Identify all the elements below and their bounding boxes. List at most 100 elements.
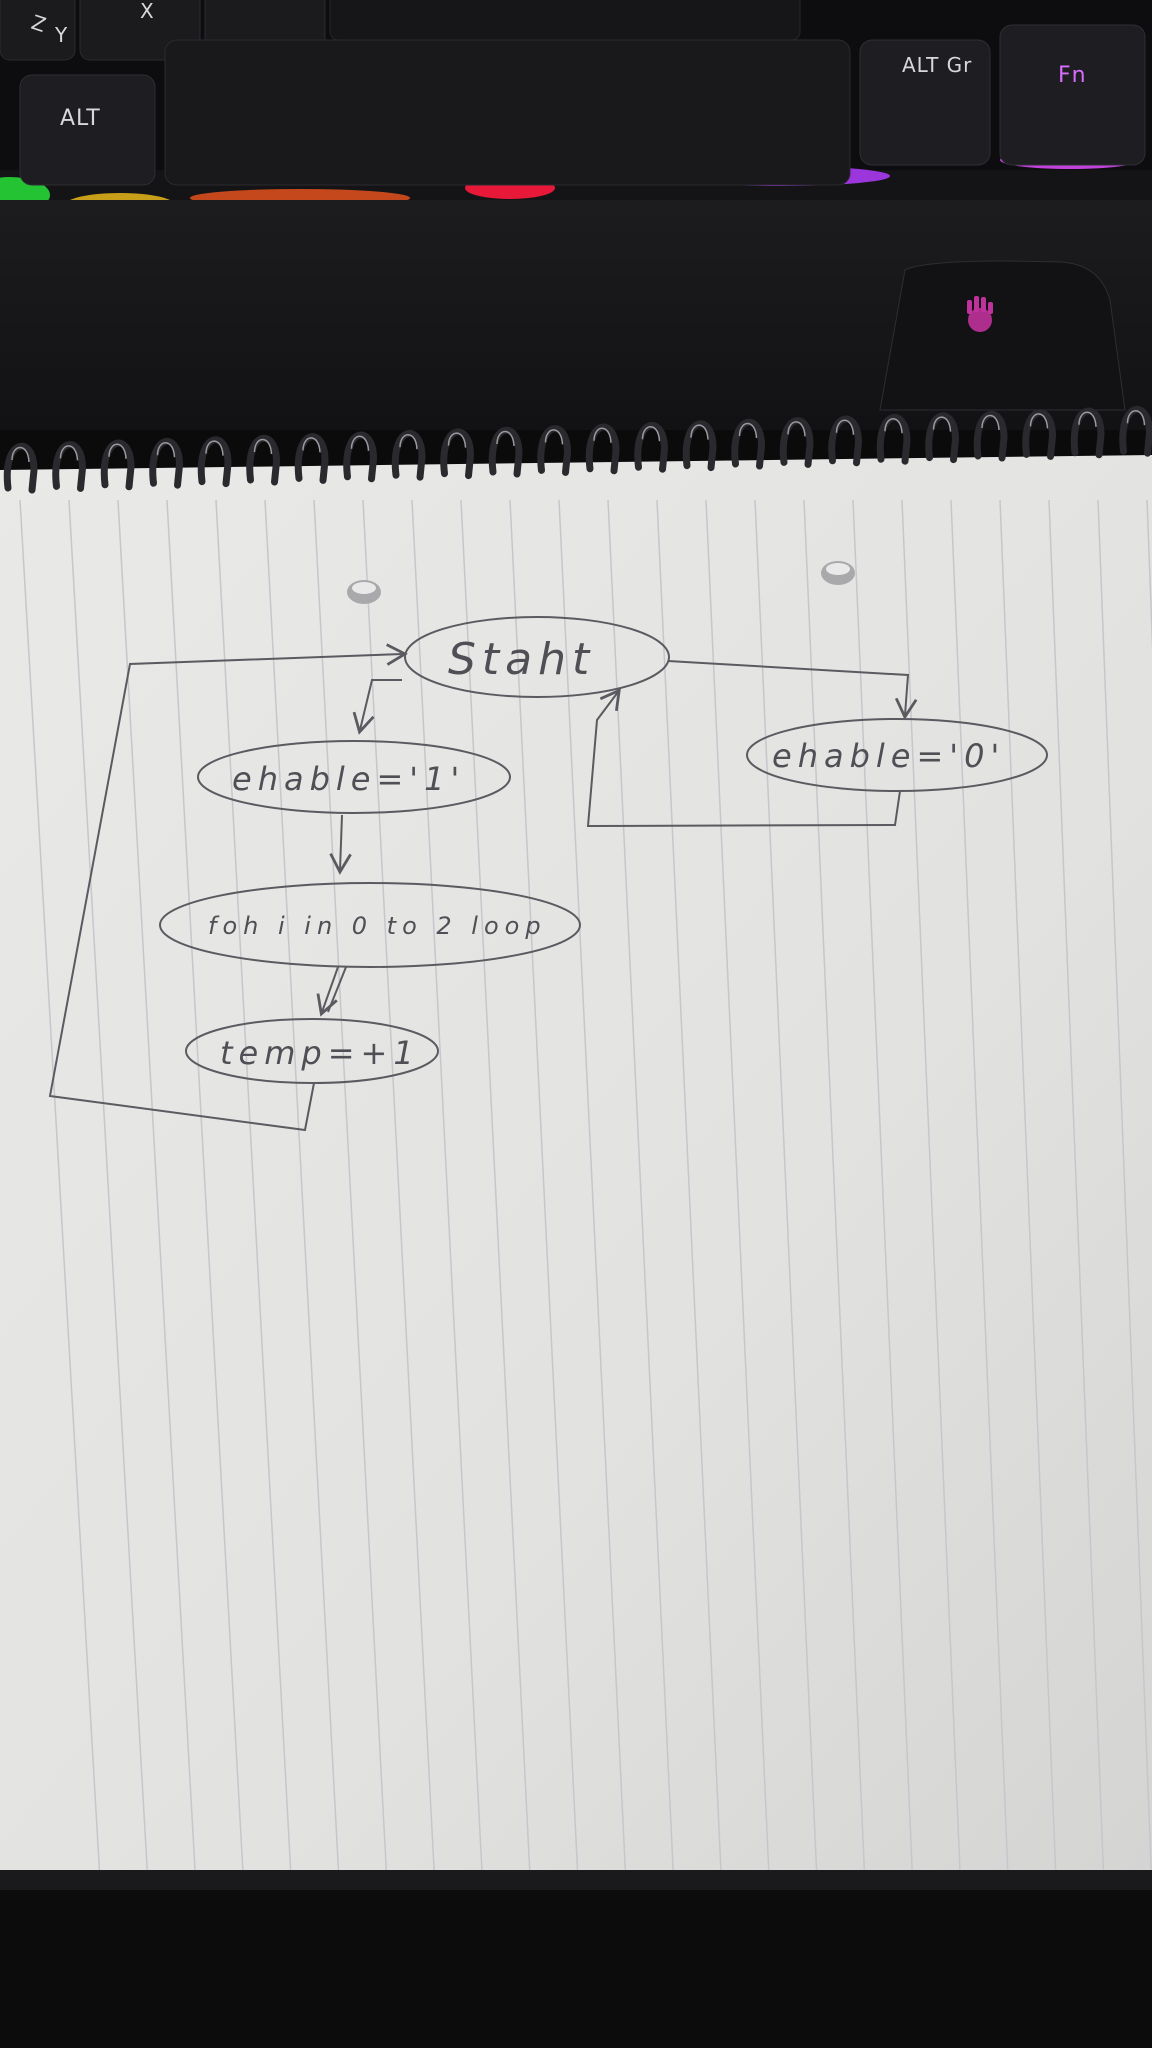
spiral-highlight bbox=[11, 446, 30, 463]
desk-bottom bbox=[0, 1870, 1152, 2048]
rule-line bbox=[411, 499, 484, 1881]
spiral-highlight bbox=[787, 421, 806, 437]
spiral-loop bbox=[100, 439, 135, 491]
spiral-loop bbox=[488, 426, 523, 478]
spiral-loop bbox=[294, 433, 329, 484]
rule-line bbox=[1097, 499, 1152, 1881]
spiral-highlight bbox=[690, 424, 709, 440]
key-fn: Fn bbox=[1058, 63, 1087, 88]
spiral-highlight bbox=[1126, 409, 1146, 426]
edge-temp-to-start bbox=[48, 643, 408, 1132]
spiral-loop bbox=[1119, 406, 1152, 457]
rule-line bbox=[656, 499, 723, 1881]
spiral-highlight bbox=[544, 429, 564, 445]
paper-rule-lines bbox=[19, 499, 1152, 1881]
spiral-highlight bbox=[835, 419, 855, 435]
spiral-loop bbox=[973, 410, 1008, 462]
spiral-highlight bbox=[884, 417, 903, 434]
node-enable1-label: ehable='1' bbox=[232, 760, 465, 798]
rule-line bbox=[362, 499, 436, 1881]
spiral-highlight bbox=[1029, 413, 1049, 429]
spiral-loop bbox=[52, 441, 87, 492]
node-start-label: Staht bbox=[448, 634, 595, 685]
spiral-loop bbox=[731, 418, 766, 470]
spiral-binding bbox=[3, 406, 1152, 494]
keyboard: Z Y X ALT ALT Gr Fn bbox=[0, 0, 1152, 217]
rule-line bbox=[68, 499, 149, 1881]
spiral-loop bbox=[1070, 407, 1105, 459]
spiral-loop bbox=[876, 414, 911, 465]
rule-line bbox=[117, 499, 197, 1881]
flowchart: Staht ehable='1' foh i in 0 to 2 loop te… bbox=[48, 616, 1048, 1132]
spiral-loop bbox=[682, 420, 717, 472]
rule-line bbox=[1048, 499, 1105, 1881]
spiral-highlight bbox=[641, 425, 661, 442]
rule-line bbox=[999, 499, 1057, 1881]
spiral-loop bbox=[3, 442, 38, 494]
spiral-highlight bbox=[205, 440, 224, 456]
edge-for-loop-to-temp bbox=[316, 966, 339, 1017]
spiral-highlight bbox=[156, 441, 176, 458]
spiral-loop bbox=[440, 428, 475, 480]
node-for-loop-label: foh i in 0 to 2 loop bbox=[208, 912, 547, 940]
rule-line bbox=[215, 499, 292, 1881]
spiral-highlight bbox=[981, 414, 1000, 431]
edge-for-loop-to-temp-double bbox=[327, 966, 347, 1013]
rule-line bbox=[950, 499, 1009, 1881]
rule-line bbox=[607, 499, 675, 1881]
rule-line bbox=[313, 499, 388, 1881]
spiral-highlight bbox=[496, 430, 515, 447]
spiral-highlight bbox=[350, 435, 370, 451]
hand-print-icon bbox=[967, 296, 993, 332]
spiral-loop bbox=[246, 434, 281, 486]
edge-start-to-enable0 bbox=[667, 660, 918, 720]
spiral-loop bbox=[391, 430, 426, 481]
spiral-highlight bbox=[59, 445, 79, 461]
spiral-loop bbox=[779, 417, 814, 468]
rule-line bbox=[852, 499, 914, 1881]
spiral-highlight bbox=[302, 437, 321, 453]
key-y: Y bbox=[54, 23, 68, 47]
spiral-loop bbox=[828, 415, 863, 467]
spiral-highlight bbox=[1078, 411, 1097, 427]
spiral-highlight bbox=[399, 433, 418, 450]
spiral-loop bbox=[197, 436, 232, 488]
notebook bbox=[0, 406, 1152, 1885]
spiral-highlight bbox=[108, 443, 127, 459]
spiral-highlight bbox=[932, 416, 952, 432]
node-enable0-label: ehable='0' bbox=[772, 737, 1005, 775]
spiral-loop bbox=[343, 431, 378, 483]
spiral-loop bbox=[634, 422, 669, 473]
rule-line bbox=[166, 499, 245, 1881]
rule-line bbox=[509, 499, 579, 1881]
key-x: X bbox=[140, 0, 155, 23]
rule-line bbox=[19, 499, 101, 1881]
rule-line bbox=[705, 499, 770, 1881]
spiral-loop bbox=[537, 425, 572, 476]
node-enable1: ehable='1' bbox=[197, 740, 511, 814]
edge-start-to-enable1 bbox=[352, 679, 402, 735]
spiral-highlight bbox=[447, 432, 467, 448]
rule-line bbox=[558, 499, 627, 1881]
mouse-device bbox=[879, 260, 1126, 411]
rule-line bbox=[803, 499, 866, 1881]
key-alt: ALT bbox=[60, 106, 101, 131]
rule-line bbox=[264, 499, 340, 1881]
rule-line bbox=[754, 499, 818, 1881]
rule-line bbox=[460, 499, 531, 1881]
edge-enable0-to-start bbox=[586, 688, 901, 828]
spiral-loop bbox=[149, 438, 184, 489]
spiral-highlight bbox=[253, 438, 273, 455]
edge-enable1-to-for-loop bbox=[329, 814, 352, 875]
key-altgr: ALT Gr bbox=[902, 53, 972, 77]
node-temp-label: temp=+1 bbox=[220, 1034, 420, 1072]
spiral-loop bbox=[1022, 409, 1057, 460]
node-for-loop: foh i in 0 to 2 loop bbox=[159, 882, 581, 968]
node-temp: temp=+1 bbox=[185, 1018, 439, 1084]
spiral-highlight bbox=[738, 422, 758, 439]
node-enable0: ehable='0' bbox=[746, 718, 1048, 792]
spiral-highlight bbox=[593, 427, 612, 443]
key-z: Z bbox=[28, 10, 49, 37]
spiral-loop bbox=[925, 412, 960, 464]
